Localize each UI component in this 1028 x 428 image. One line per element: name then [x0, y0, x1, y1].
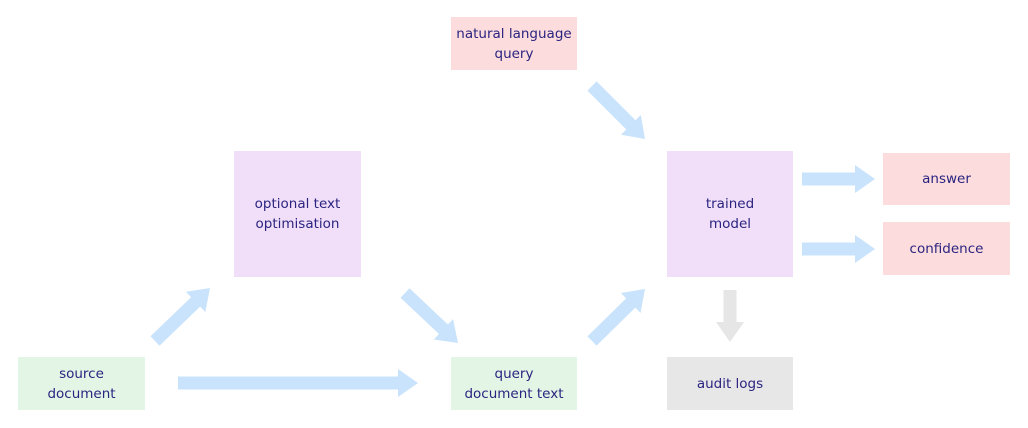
node-label-line: document text — [464, 385, 564, 402]
node-optional-text-optimisation: optional text optimisation — [234, 151, 361, 277]
node-label-line: audit logs — [696, 375, 764, 392]
node-source-document: source document — [18, 357, 145, 410]
node-label-line: model — [708, 216, 752, 232]
arrow-trained-model-to-confidence — [802, 235, 875, 263]
node-label-line: source — [59, 365, 104, 382]
arrow-optional-text-optimisation-to-query-document-text — [400, 288, 458, 343]
node-label-line: query — [494, 45, 534, 62]
arrow-query-document-text-to-trained-model — [587, 289, 645, 346]
node-label-line: document — [47, 385, 116, 402]
node-label-line: natural language — [456, 25, 572, 42]
node-audit-logs: audit logs — [667, 357, 793, 410]
arrow-natural-language-query-to-trained-model — [587, 81, 645, 139]
arrow-trained-model-to-answer — [802, 165, 875, 193]
node-label-line: answer — [922, 171, 971, 187]
node-label-line: optional text — [254, 196, 341, 212]
node-confidence: confidence — [883, 222, 1010, 275]
node-query-document-text: query document text — [451, 357, 577, 410]
node-trained-model: trained model — [667, 151, 793, 277]
node-natural-language-query: natural language query — [451, 17, 577, 70]
node-answer: answer — [883, 153, 1010, 205]
arrow-source-document-to-optional-text-optimisation — [150, 288, 210, 346]
node-label-line: trained — [705, 196, 755, 212]
node-label-line: query — [494, 365, 534, 382]
node-label-line: confidence — [909, 240, 984, 257]
node-label-line: optimisation — [255, 216, 340, 232]
arrow-source-document-to-query-document-text — [178, 369, 418, 397]
arrow-trained-model-to-audit-logs — [716, 290, 744, 342]
